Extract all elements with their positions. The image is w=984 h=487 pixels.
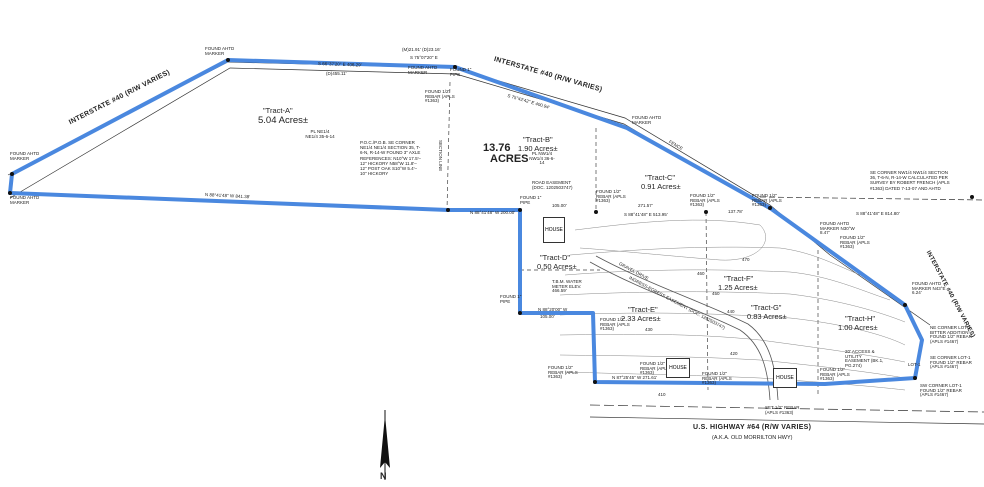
highway-label: U.S. HIGHWAY #64 (R/W VARIES)	[693, 424, 812, 431]
tract-division-lines	[446, 81, 819, 395]
tract-h-name: "Tract-H"	[845, 314, 876, 323]
north-arrow-graphic	[380, 410, 390, 480]
frontage-271-label: 271.57'	[638, 203, 653, 208]
found-rebar-sw: FOUND 1/2" REBAR (APLS #1363)	[548, 365, 578, 379]
south-105-label: 105.00'	[540, 314, 555, 319]
tract-f-acres: 1.25 Acres±	[718, 283, 758, 292]
contour-430: 430	[645, 327, 653, 332]
section-line-label: SECTION LINE	[438, 140, 443, 172]
contour-lines	[559, 219, 906, 391]
marker-n4-note: FOUND AHTD MARKER N43°E 6.24'	[912, 281, 946, 295]
found-rebar-east: FOUND 1/2" REBAR (APLS #1363)	[840, 235, 870, 249]
tract-a-name: "Tract-A"	[263, 106, 293, 115]
tract-b-acres: 1.90 Acres±	[518, 144, 558, 153]
found-marker-ne: FOUND AHTD MARKER	[632, 115, 662, 125]
found-rebar-s1: FOUND 1/2" REBAR (APLS #1363)	[640, 361, 670, 375]
house-tract-e: HOUSE	[666, 358, 690, 378]
ne-corner-lot-note: NE CORNER LOT-1 BITTER ADDITION FOUND 1/…	[930, 325, 972, 344]
se-corner-lot-note: SE CORNER LOT-1 FOUND 1/2" REBAR (APLS #…	[930, 355, 972, 369]
found-marker-n: FOUND AHTD MARKER	[408, 65, 438, 75]
se-corner-note: SE CORNER NW1/4 NW1/4 SECTION 36, T-6-N,…	[870, 170, 950, 191]
east-bearing-label: S 88°41'48" E 814.80'	[856, 211, 900, 216]
property-boundary	[8, 58, 924, 386]
lot-label: LOT-1	[908, 362, 921, 367]
house-tract-d: HOUSE	[543, 217, 565, 243]
marker-n3-note: FOUND AHTD MARKER N30°W 8.47'	[820, 221, 855, 235]
tract-e-acres: 2.33 Acres±	[621, 314, 661, 323]
frontage-137-label: 137.78'	[728, 209, 743, 214]
found-marker-nw: FOUND AHTD MARKER	[205, 46, 235, 56]
monument-markers	[8, 58, 974, 384]
set-rebar-note: SET 1/2" REBAR (APLS #1363)	[765, 405, 800, 415]
tract-f-name: "Tract-F"	[724, 274, 754, 283]
tract-d-name: "Tract-D"	[540, 253, 571, 262]
found-marker-w1: FOUND AHTD MARKER	[10, 151, 40, 161]
tract-e-name: "Tract-E"	[628, 305, 658, 314]
contour-420: 420	[730, 351, 738, 356]
highway-aka-label: (A.K.A. OLD MORRILTON HWY)	[712, 435, 793, 441]
south-bearing-label: N 87°25'45" W 271.61'	[612, 375, 658, 380]
found-rebar-frontage2: FOUND 1/2" REBAR (APLS #1363)	[690, 193, 720, 207]
house-tract-g: HOUSE	[773, 368, 797, 388]
north-arrow-label: N	[380, 471, 387, 481]
mid-bearing-label: N 88°41'48" W 200.00'	[470, 210, 516, 215]
tract-b-name: "Tract-B"	[523, 135, 553, 144]
found-rebar-s3: FOUND 1/2" REBAR (APLS #1363)	[820, 367, 850, 381]
sw-corner-lot-note: SW CORNER LOT-1 FOUND 1/2" REBAR (APLS #…	[920, 383, 962, 397]
total-acres-label: ACRES	[490, 153, 529, 165]
tract-d-acres: 0.50 Acres±	[537, 262, 577, 271]
found-rebar-frontage1: FOUND 1/2" REBAR (APLS #1363)	[596, 189, 626, 203]
poc-note: P.O.C./P.O.B. SE CORNER NE1/4 NE1/4 SECT…	[360, 140, 421, 177]
found-rebar-n: FOUND 1/2" REBAR (APLS #1363)	[425, 89, 455, 103]
pl-note-a: PL NE1/4 NE1/4 35-6-14	[305, 129, 335, 139]
tract-c-acres: 0.91 Acres±	[641, 182, 681, 191]
found-rebar-s2: FOUND 1/2" REBAR (APLS #1363)	[702, 371, 732, 385]
pl-note-b: PL NW1/4 NW1/4 36-6-14	[529, 151, 555, 165]
tbm-note: T.B.M. WATER METER ELEV. 466.59'	[552, 279, 582, 293]
frontage-513-label: S 88°41'48" E 513.95'	[624, 212, 668, 217]
frontage-105-label: 105.00'	[552, 203, 567, 208]
contour-460: 460	[697, 271, 705, 276]
contour-410: 410	[658, 392, 666, 397]
found-pipe-n: FOUND 1" PIPE	[450, 67, 472, 77]
tract-h-acres: 1.00 Acres±	[838, 323, 878, 332]
top-record-label: (D)455.11'	[326, 71, 347, 76]
found-pipe-w: FOUND 1" PIPE	[500, 294, 522, 304]
tract-c-name: "Tract-C"	[645, 173, 676, 182]
found-rebar-e1: FOUND 1/2" REBAR (APLS #1363)	[600, 317, 630, 331]
tract-a-acres: 5.04 Acres±	[258, 115, 309, 126]
record-north-label: (M)21.91' (D)23.16'	[402, 47, 441, 52]
bearing-north2-label: S 75°07'20" E	[410, 55, 438, 60]
access-easement-note: 20' ACCESS & UTILITY EASEMENT (BK.1, PG.…	[845, 349, 884, 368]
interior-bearing-label: N 88°20'00" W	[538, 307, 568, 312]
found-pipe-frontage: FOUND 1" PIPE	[520, 195, 542, 205]
found-rebar-frontage3: FOUND 1/2" REBAR (APLS #1363)	[752, 193, 782, 207]
contour-450: 450	[712, 291, 720, 296]
total-acres-value: 13.76	[483, 142, 511, 154]
contour-440: 440	[727, 309, 735, 314]
tract-g-acres: 0.83 Acres±	[747, 312, 787, 321]
found-marker-w2: FOUND AHTD MARKER	[10, 195, 40, 205]
tract-g-name: "Tract-G"	[751, 303, 782, 312]
road-easement-note: ROAD EASEMENT (DOC. 1202503747)	[532, 180, 573, 190]
contour-470: 470	[742, 257, 750, 262]
